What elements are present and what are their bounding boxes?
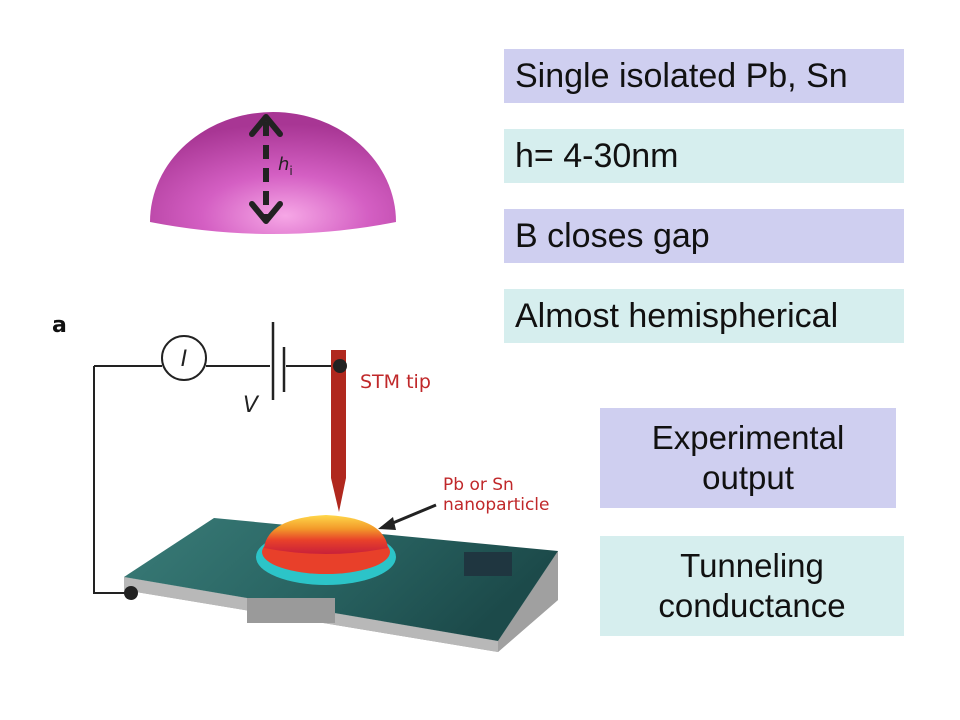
- substrate-label-patch: [247, 598, 335, 623]
- circuit-wire-left: [93, 366, 131, 594]
- substrate-contact-dot: [124, 586, 138, 600]
- stm-tip-label: STM tip: [360, 371, 431, 393]
- height-arrow-head-top: [249, 114, 283, 137]
- stm-schematic: a I V STM tip Pb or Sn nanopart: [52, 313, 558, 652]
- voltage-symbol: V: [243, 393, 260, 418]
- info-box-field-text: B closes gap: [515, 216, 710, 255]
- info-box-field: B closes gap: [504, 209, 904, 263]
- info-box-tunneling-line1: Tunneling: [680, 547, 824, 584]
- info-box-tunneling-line2: conductance: [658, 587, 846, 624]
- info-box-material-text: Single isolated Pb, Sn: [515, 56, 848, 95]
- tip-contact-dot: [333, 359, 347, 373]
- stm-tip: [331, 350, 346, 512]
- hemisphere-dome: [150, 112, 396, 234]
- info-box-height-text: h= 4-30nm: [515, 136, 679, 175]
- height-label-sub: i: [289, 164, 292, 178]
- height-arrow-head-bottom: [249, 201, 283, 224]
- ammeter-symbol: I: [181, 347, 188, 372]
- nanoparticle-dome: [264, 515, 388, 554]
- height-label-main: h: [278, 154, 289, 175]
- info-box-height: h= 4-30nm: [504, 129, 904, 183]
- substrate-right: [498, 551, 558, 652]
- hemisphere-diagram: hi: [150, 112, 396, 234]
- info-box-experimental: Experimental output: [600, 408, 896, 508]
- substrate-dark-patch: [464, 552, 512, 576]
- nanoparticle-label-line1: Pb or Sn: [443, 475, 514, 495]
- ammeter-circle: [161, 335, 207, 381]
- info-box-tunneling: Tunneling conductance: [600, 536, 904, 636]
- substrate-side: [124, 551, 558, 652]
- panel-label: a: [52, 313, 67, 338]
- nanoparticle-pointer-head: [378, 517, 396, 530]
- nanoparticle-label-line2: nanoparticle: [443, 495, 549, 515]
- height-label: hi: [278, 154, 293, 178]
- nanoparticle-pointer-arrow: [387, 503, 437, 527]
- info-box-shape: Almost hemispherical: [504, 289, 904, 343]
- info-box-experimental-line1: Experimental: [651, 419, 845, 456]
- info-box-shape-text: Almost hemispherical: [515, 296, 839, 335]
- info-box-experimental-line2: output: [702, 459, 794, 496]
- info-box-material: Single isolated Pb, Sn: [504, 49, 904, 103]
